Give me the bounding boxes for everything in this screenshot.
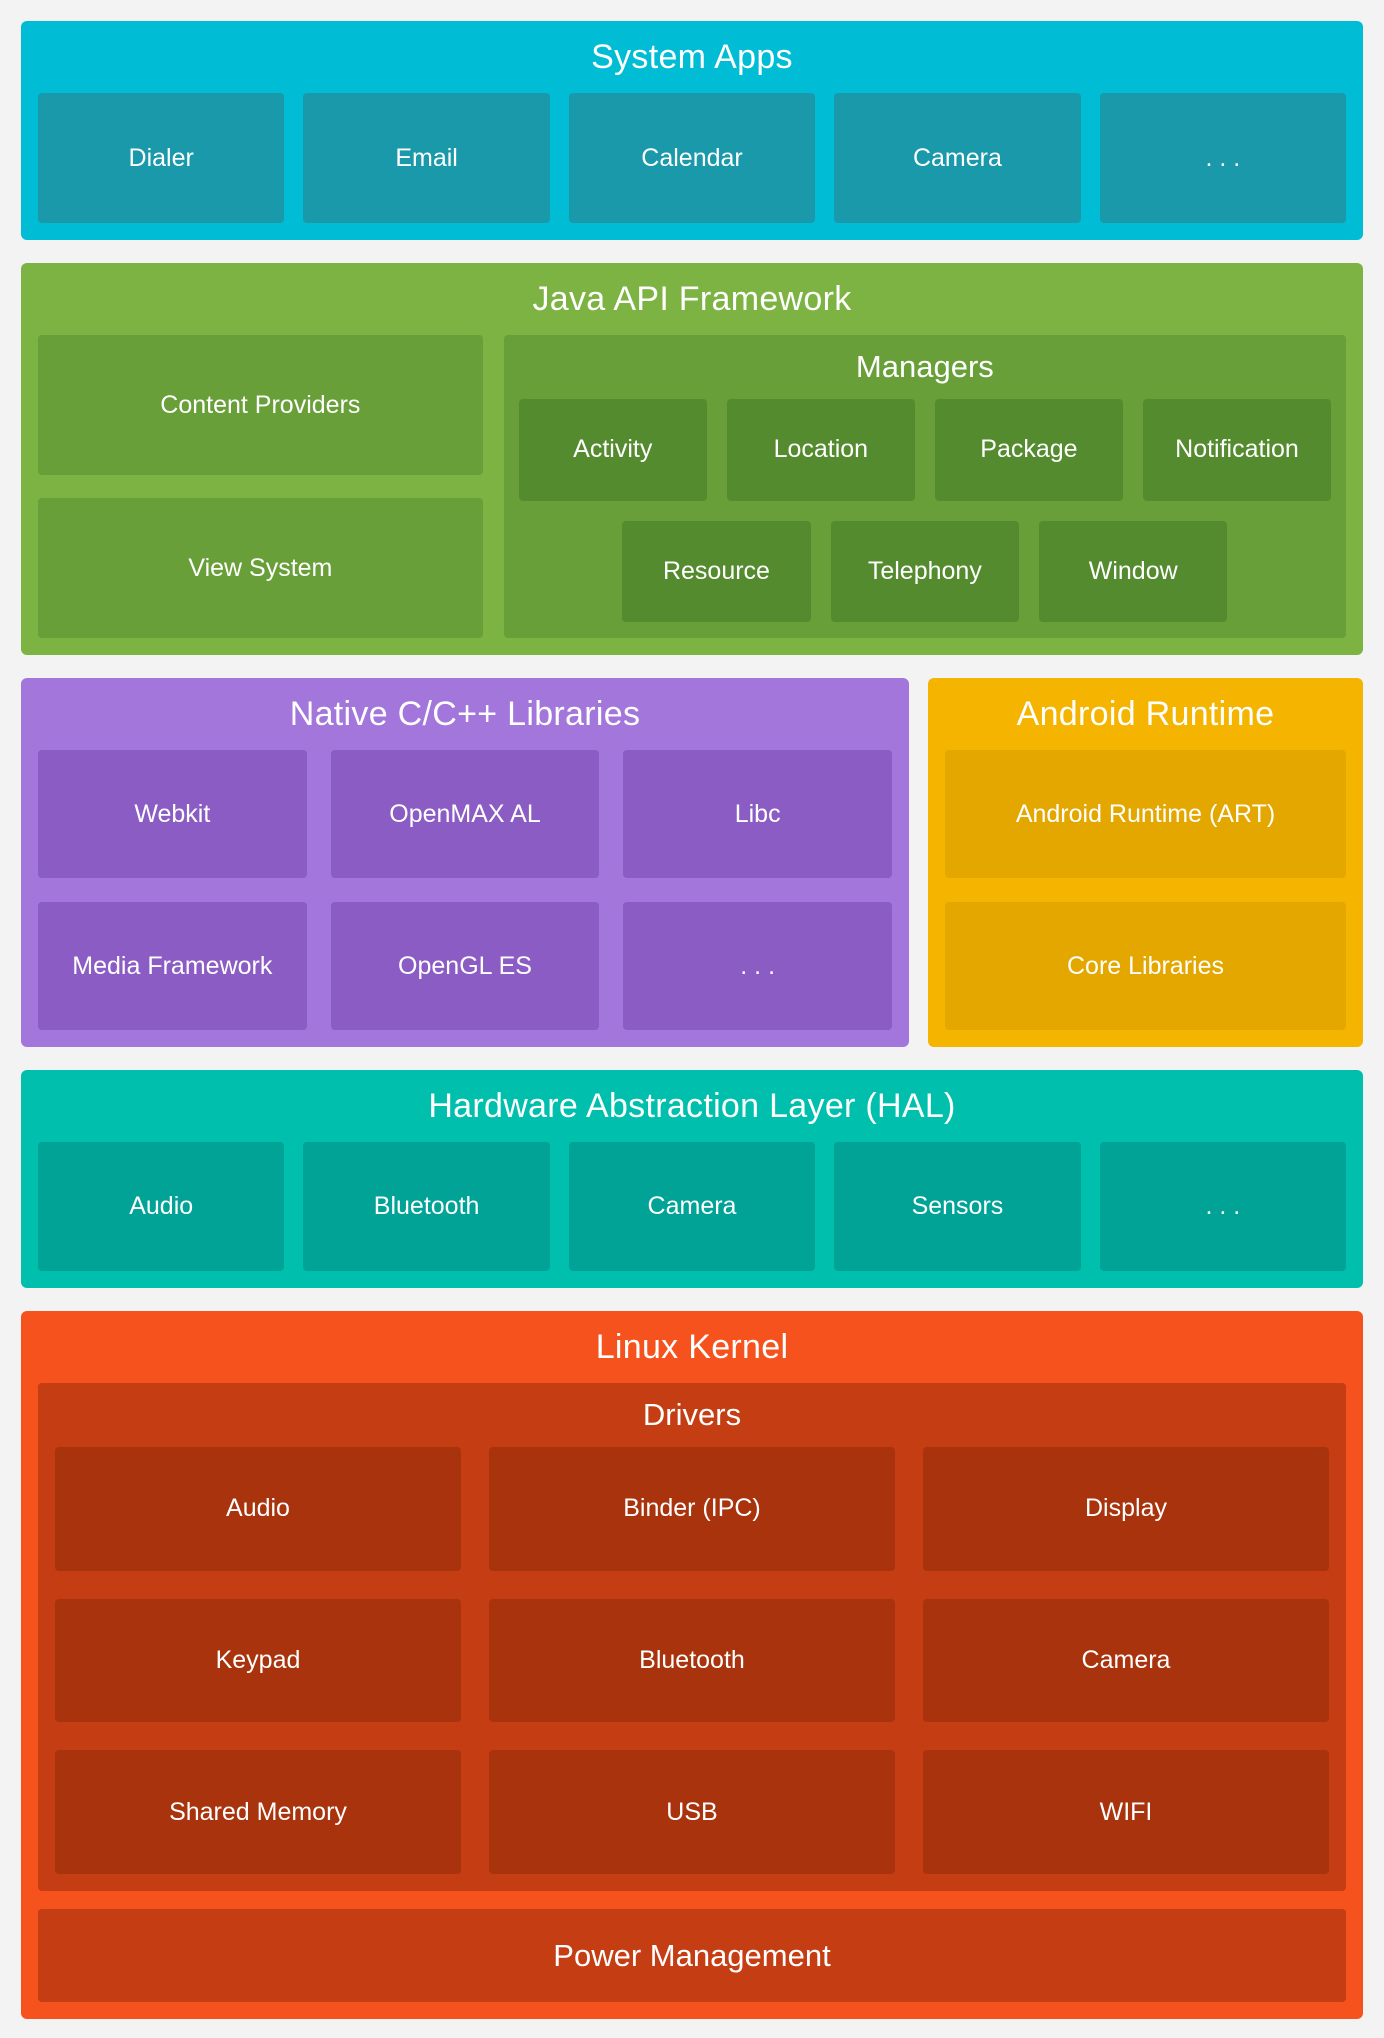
box-more-hal: . . .: [1099, 1142, 1347, 1271]
box-hal-audio: Audio: [38, 1142, 285, 1271]
hal-row: Audio Bluetooth Camera Sensors . . .: [21, 1142, 1363, 1288]
managers-row-1: Activity Location Package Notification: [518, 399, 1332, 501]
box-opengl-es: OpenGL ES: [330, 902, 600, 1030]
box-resource-manager: Resource: [622, 520, 811, 622]
box-driver-wifi: WIFI: [923, 1750, 1329, 1874]
box-driver-bluetooth: Bluetooth: [489, 1598, 895, 1723]
box-core-libraries: Core Libraries: [945, 902, 1346, 1030]
box-more-libs: . . .: [623, 902, 892, 1030]
java-api-title: Java API Framework: [532, 280, 852, 318]
box-driver-camera: Camera: [923, 1598, 1329, 1723]
box-driver-usb: USB: [489, 1750, 895, 1874]
box-package-manager: Package: [934, 399, 1123, 501]
drivers-grid: Audio Binder (IPC) Display Keypad Blueto…: [55, 1447, 1329, 1874]
box-notification-manager: Notification: [1142, 399, 1332, 501]
java-api-content: Content Providers View System Managers A…: [21, 335, 1363, 655]
box-art: Android Runtime (ART): [945, 750, 1346, 878]
android-runtime-title: Android Runtime: [1016, 695, 1275, 733]
section-native-libraries: Native C/C++ Libraries Webkit OpenMAX AL…: [21, 678, 909, 1047]
box-more-apps: . . .: [1099, 93, 1347, 223]
linux-kernel-title: Linux Kernel: [595, 1328, 789, 1366]
managers-row-2: Resource Telephony Window: [622, 520, 1228, 622]
box-hal-bluetooth: Bluetooth: [303, 1142, 550, 1271]
drivers-title: Drivers: [642, 1397, 742, 1432]
hal-title: Hardware Abstraction Layer (HAL): [428, 1087, 956, 1125]
box-libc: Libc: [623, 750, 892, 878]
section-java-api-framework: Java API Framework Content Providers Vie…: [21, 263, 1363, 655]
box-media-framework: Media Framework: [38, 902, 307, 1030]
box-driver-binder: Binder (IPC): [489, 1447, 895, 1571]
java-api-left-column: Content Providers View System: [38, 335, 483, 638]
power-management-bar: Power Management: [38, 1909, 1346, 2002]
box-driver-shared-memory: Shared Memory: [55, 1750, 461, 1874]
box-window-manager: Window: [1039, 520, 1228, 622]
box-driver-audio: Audio: [55, 1447, 461, 1571]
native-libraries-grid: Webkit OpenMAX AL Libc Media Framework O…: [21, 750, 909, 1047]
box-hal-camera: Camera: [568, 1142, 816, 1271]
panel-drivers: Drivers Audio Binder (IPC) Display Keypa…: [38, 1383, 1346, 1891]
android-runtime-column: Android Runtime (ART) Core Libraries: [928, 750, 1363, 1047]
android-architecture-diagram: System Apps Dialer Email Calendar Camera…: [21, 21, 1363, 2019]
box-calendar: Calendar: [568, 93, 816, 223]
panel-managers: Managers Activity Location Package Notif…: [503, 335, 1346, 638]
box-content-providers: Content Providers: [38, 335, 483, 475]
native-libraries-title: Native C/C++ Libraries: [289, 695, 641, 733]
section-linux-kernel: Linux Kernel Drivers Audio Binder (IPC) …: [21, 1311, 1363, 2019]
section-hal: Hardware Abstraction Layer (HAL) Audio B…: [21, 1070, 1363, 1288]
middle-row: Native C/C++ Libraries Webkit OpenMAX AL…: [21, 678, 1363, 1047]
managers-title: Managers: [855, 349, 994, 384]
box-camera: Camera: [834, 93, 1081, 223]
box-view-system: View System: [38, 498, 483, 638]
linux-kernel-content: Drivers Audio Binder (IPC) Display Keypa…: [21, 1383, 1363, 2019]
box-openmax-al: OpenMAX AL: [330, 750, 600, 878]
system-apps-title: System Apps: [591, 38, 793, 76]
box-driver-display: Display: [923, 1447, 1329, 1571]
box-webkit: Webkit: [38, 750, 307, 878]
box-activity-manager: Activity: [518, 399, 707, 501]
box-dialer: Dialer: [38, 93, 285, 223]
box-driver-keypad: Keypad: [55, 1598, 461, 1723]
box-hal-sensors: Sensors: [834, 1142, 1081, 1271]
section-system-apps: System Apps Dialer Email Calendar Camera…: [21, 21, 1363, 240]
section-android-runtime: Android Runtime Android Runtime (ART) Co…: [928, 678, 1363, 1047]
box-telephony-manager: Telephony: [830, 520, 1020, 622]
system-apps-row: Dialer Email Calendar Camera . . .: [21, 93, 1363, 240]
box-email: Email: [303, 93, 550, 223]
box-location-manager: Location: [726, 399, 915, 501]
